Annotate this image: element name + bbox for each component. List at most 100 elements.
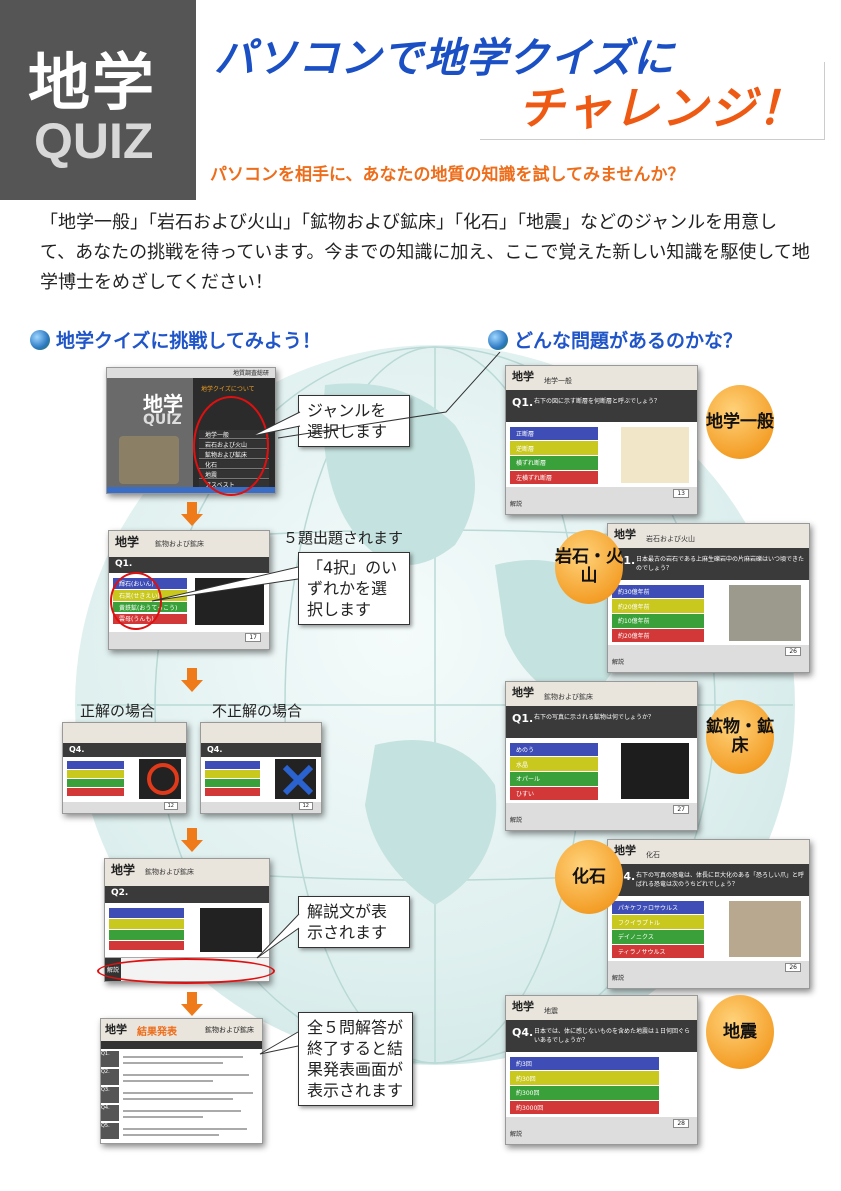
highlight-circle-explanation (97, 958, 275, 984)
panel4-option-3[interactable]: 約3000回 (510, 1101, 659, 1115)
menu-photo: 地学 QUIZ (107, 378, 193, 488)
menu-footer (107, 487, 275, 493)
note-five-questions: ５題出題されます (283, 529, 404, 547)
sample-panel-0: 地学 地学一般 Q1. 右下の図に示す断層を何断層と呼ぶでしょう？ 正断層 逆断… (505, 365, 698, 515)
badge-earthquake: 地震 (706, 995, 774, 1069)
panel4-question-text: 日本では、体に感じないものを含めた地震は１日何回ぐらいあるでしょうか？ (534, 1027, 691, 1044)
explain-photo (200, 907, 263, 952)
panel3-header: 地学 化石 (608, 840, 809, 864)
result-row-0: Q1. (101, 1051, 119, 1067)
result-genre: 鉱物および鉱床 (205, 1026, 254, 1034)
sample-panel-4: 地学 地震 Q4. 日本では、体に感じないものを含めた地震は１日何回ぐらいあるで… (505, 995, 698, 1145)
panel2-qnum: Q1. (512, 711, 534, 725)
panel0-option-2[interactable]: 横ずれ断層 (510, 456, 598, 470)
flow-arrow-4 (181, 992, 203, 1016)
panel0-option-3[interactable]: 左横ずれ断層 (510, 471, 598, 485)
highlight-circle-options (110, 572, 162, 630)
incorrect-footer: 12 (201, 802, 321, 813)
quiz-footer: 17 (109, 632, 269, 649)
panel1-question: Q1. 日本最古の岩石である上麻生礫岩中の片麻岩礫はいつ頃できたのでしょう？ (608, 547, 809, 581)
panel1-question-text: 日本最古の岩石である上麻生礫岩中の片麻岩礫はいつ頃できたのでしょう？ (636, 555, 804, 572)
right-heading-text: どんな問題があるのかな？ (514, 330, 743, 352)
explain-option-3 (109, 940, 185, 951)
panel4-question: Q4. 日本では、体に感じないものを含めた地震は１日何回ぐらいあるでしょうか？ (506, 1019, 697, 1053)
result-logo: 地学 (105, 1023, 127, 1036)
panel0-footer: 13 解説 (506, 487, 697, 514)
page-title: パソコンで地学クイズに (214, 34, 675, 82)
correct-timer: 12 (163, 802, 178, 811)
globe-icon (30, 329, 50, 350)
menu-panel-title: 地学クイズについて (201, 386, 255, 393)
panel2-question-text: 右下の写真に示される鉱物は何でしょうか？ (534, 713, 655, 721)
panel3-option-1[interactable]: フクイラプトル (612, 915, 705, 929)
panel2-option-3[interactable]: ひすい (510, 787, 598, 801)
panel4-explain[interactable]: 解説 (510, 1131, 523, 1139)
badge-mineral: 鉱物・鉱床 (706, 700, 774, 774)
page-subtitle: パソコンを相手に、あなたの地質の知識を試してみませんか？ (210, 165, 685, 185)
correct-header (63, 723, 186, 743)
correct-screenshot: Q4. 12 (62, 722, 187, 814)
title-frame (480, 62, 825, 140)
panel4-qnum: Q4. (512, 1025, 534, 1039)
correct-qnum: Q4. (69, 744, 85, 754)
panel4-option-1[interactable]: 約30回 (510, 1071, 659, 1085)
panel1-option-1[interactable]: 約20億年前 (612, 599, 705, 613)
panel1-explain[interactable]: 解説 (612, 659, 625, 667)
panel1-option-2[interactable]: 約10億年前 (612, 614, 705, 628)
incorrect-question-bar: Q4. (201, 742, 321, 758)
panel2-option-0[interactable]: めのう (510, 742, 598, 756)
panel2-footer: 27 解説 (506, 803, 697, 830)
badge-rock-volcano: 岩石・火山 (555, 530, 623, 604)
panel2-option-2[interactable]: オパール (510, 772, 598, 786)
panel2-header: 地学 鉱物および鉱床 (506, 682, 697, 706)
panel2-explain[interactable]: 解説 (510, 817, 523, 825)
panel2-timer: 27 (673, 805, 689, 815)
right-section-heading: どんな問題があるのかな？ (488, 326, 742, 353)
badge-general: 地学一般 (706, 385, 774, 459)
explain-header: 地学 鉱物および鉱床 (105, 859, 269, 886)
quiz-genre: 鉱物および鉱床 (155, 540, 204, 548)
sample-panel-3: 地学 化石 Q4. 右下の写真の恐竜は、体長に巨大化のある「恐ろしい爪」と呼ばれ… (607, 839, 810, 989)
logo-sub: QUIZ (34, 113, 154, 169)
panel2-option-1[interactable]: 水晶 (510, 757, 598, 771)
panel3-option-0[interactable]: パキケファロサウルス (612, 900, 705, 914)
panel3-option-3[interactable]: ティラノサウルス (612, 945, 705, 959)
correct-footer: 12 (63, 802, 186, 813)
result-row-1: Q2. (101, 1069, 119, 1085)
result-row-2: Q3. (101, 1087, 119, 1103)
incorrect-option-3 (205, 787, 261, 796)
panel0-option-1[interactable]: 逆断層 (510, 441, 598, 455)
panel0-explain[interactable]: 解説 (510, 501, 523, 509)
callout-result: 全５問解答が終了すると結果発表画面が表示されます (298, 1012, 413, 1106)
panel0-option-0[interactable]: 正断層 (510, 426, 598, 440)
panel1-option-0[interactable]: 約30億年前 (612, 584, 705, 598)
correct-mark-icon (147, 763, 179, 795)
result-row-3: Q4. (101, 1105, 119, 1121)
panel3-option-2[interactable]: デイノニクス (612, 930, 705, 944)
panel4-option-0[interactable]: 約3回 (510, 1056, 659, 1070)
panel3-explain[interactable]: 解説 (612, 975, 625, 983)
incorrect-mark-icon (282, 764, 314, 796)
panel0-genre: 地学一般 (544, 377, 572, 385)
panel0-qnum: Q1. (512, 395, 534, 409)
quiz-header: 地学 鉱物および鉱床 (109, 531, 269, 557)
rock-photo (119, 436, 179, 484)
panel1-genre: 岩石および火山 (646, 535, 695, 543)
flow-arrow-1 (181, 502, 203, 526)
result-header: 地学 結果発表 鉱物および鉱床 (101, 1019, 262, 1041)
explain-option-2 (109, 929, 185, 940)
callout-pointer-3 (256, 913, 300, 959)
result-screenshot: 地学 結果発表 鉱物および鉱床 Q1. Q2. Q3. Q4. Q5. (100, 1018, 263, 1144)
menu-topbar: 地質調査総研 (107, 368, 275, 378)
panel1-footer: 26 解説 (608, 645, 809, 672)
panel1-option-3[interactable]: 約20億年前 (612, 629, 705, 643)
panel4-logo: 地学 (512, 1000, 534, 1013)
menu-logo: 地学 (143, 392, 183, 416)
panel0-header: 地学 地学一般 (506, 366, 697, 390)
badge-fossil: 化石 (555, 840, 623, 914)
label-incorrect: 不正解の場合 (212, 702, 303, 720)
highlight-circle-genres (193, 396, 269, 496)
panel4-option-2[interactable]: 約300回 (510, 1086, 659, 1100)
panel1-timer: 26 (785, 647, 801, 657)
incorrect-timer: 12 (298, 802, 313, 811)
